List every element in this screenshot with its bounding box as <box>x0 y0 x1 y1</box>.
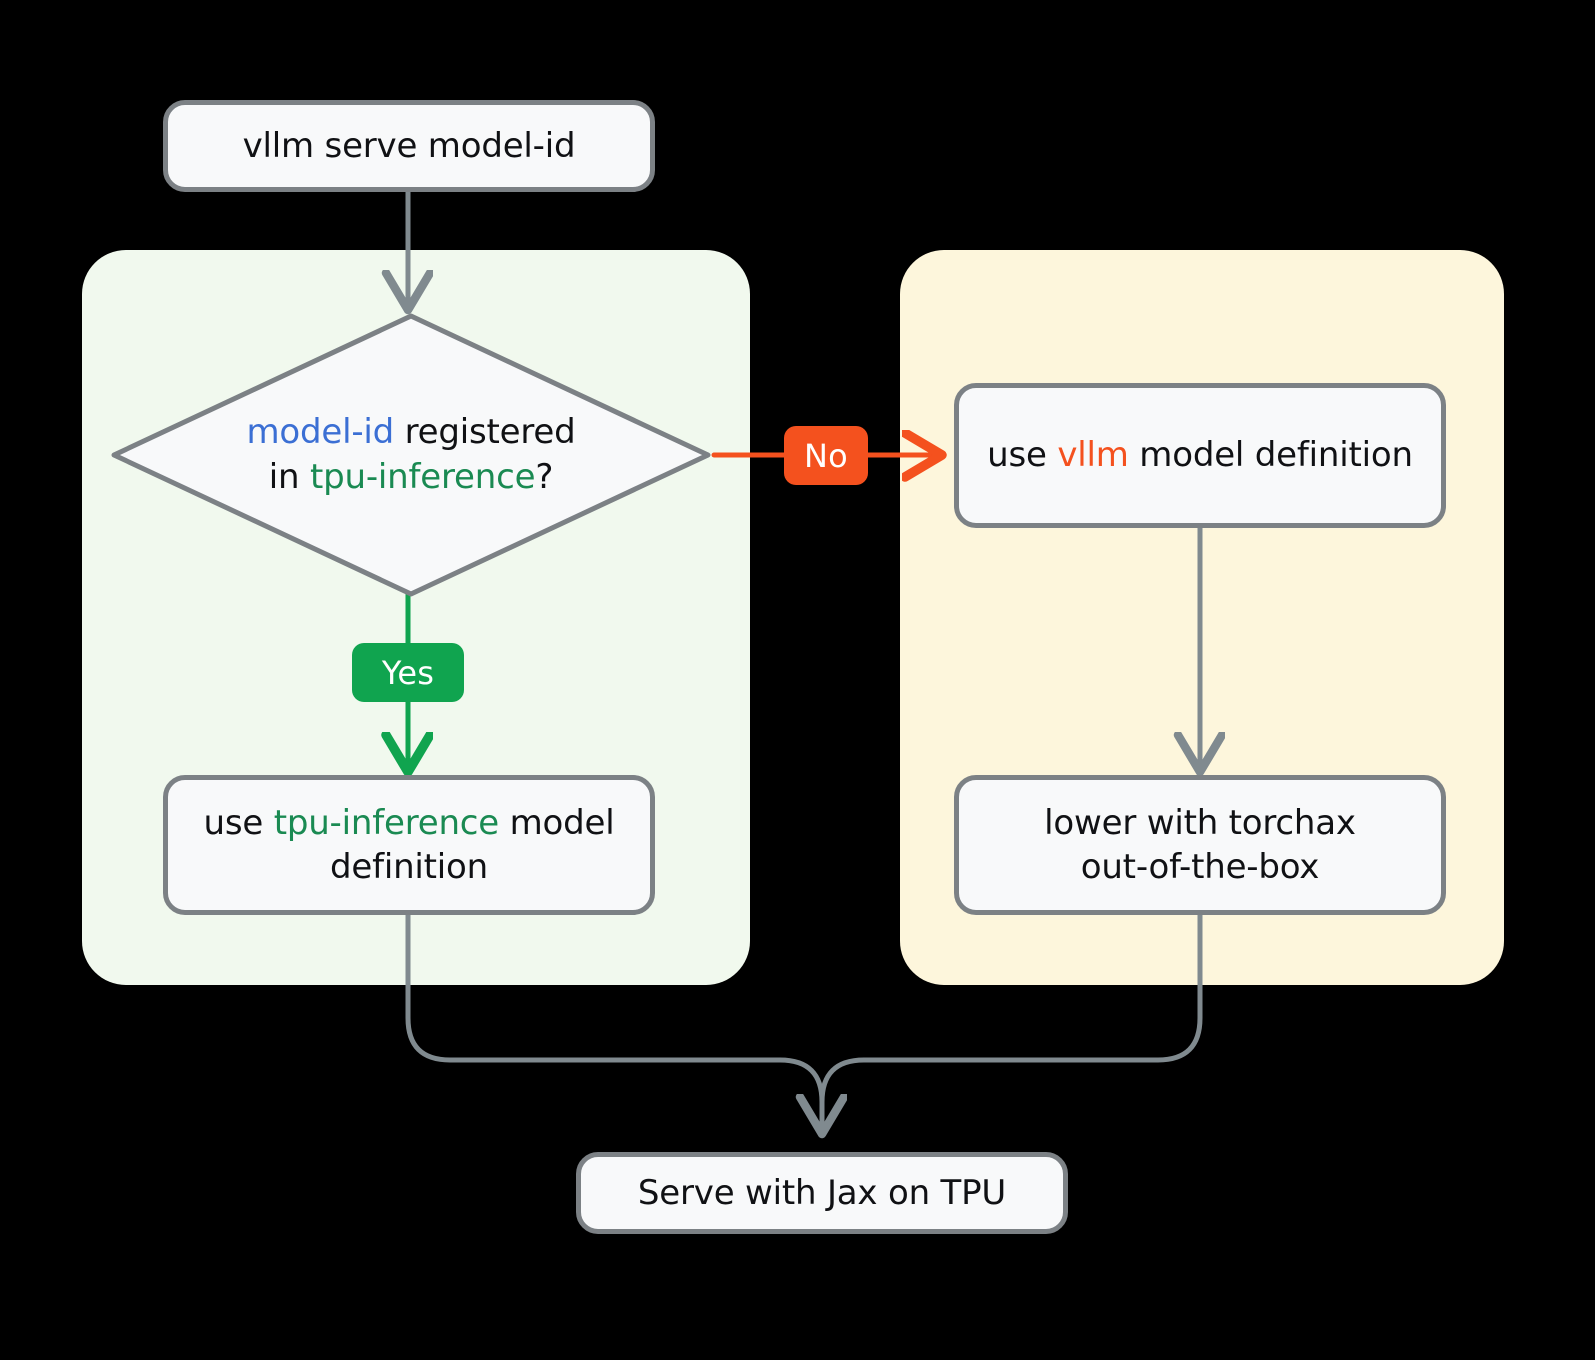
node-tpu-inference-definition-label: use tpu-inference model definition <box>182 801 636 889</box>
edge-label-yes-text: Yes <box>381 653 435 692</box>
edge-label-no-text: No <box>804 436 848 475</box>
no-branch-highlight: vllm <box>1057 435 1129 476</box>
decision-token-in: in <box>268 457 310 497</box>
node-end-label: Serve with Jax on TPU <box>637 1172 1007 1213</box>
node-vllm-definition[interactable]: use vllm model definition <box>954 383 1446 528</box>
torchax-line-2: out-of-the-box <box>1080 847 1320 887</box>
edge-label-no: No <box>784 426 868 485</box>
yes-branch-tail: model definition <box>329 802 615 887</box>
node-torchax[interactable]: lower with torchax out-of-the-box <box>954 775 1446 915</box>
edge-label-yes: Yes <box>352 643 464 702</box>
yes-branch-prefix: use <box>203 802 274 843</box>
node-decision-label: model-id registered in tpu-inference? <box>108 310 714 600</box>
node-end[interactable]: Serve with Jax on TPU <box>576 1152 1068 1234</box>
node-start[interactable]: vllm serve model-id <box>163 100 655 192</box>
decision-token-question: ? <box>535 457 554 497</box>
torchax-line-1: lower with torchax <box>1044 802 1356 843</box>
no-branch-tail: model definition <box>1128 435 1413 476</box>
decision-token-model-id: model-id <box>246 412 395 453</box>
node-vllm-definition-label: use vllm model definition <box>987 433 1413 477</box>
node-torchax-label: lower with torchax out-of-the-box <box>1044 801 1356 889</box>
yes-branch-highlight: tpu-inference <box>273 802 500 843</box>
decision-token-registered: registered <box>394 412 576 453</box>
node-tpu-inference-definition[interactable]: use tpu-inference model definition <box>163 775 655 915</box>
no-branch-prefix: use <box>987 435 1058 476</box>
node-start-label: vllm serve model-id <box>242 125 576 166</box>
node-decision[interactable]: model-id registered in tpu-inference? <box>108 310 714 600</box>
diamond-shape <box>111 313 711 597</box>
decision-token-tpu-inference: tpu-inference <box>310 457 536 497</box>
